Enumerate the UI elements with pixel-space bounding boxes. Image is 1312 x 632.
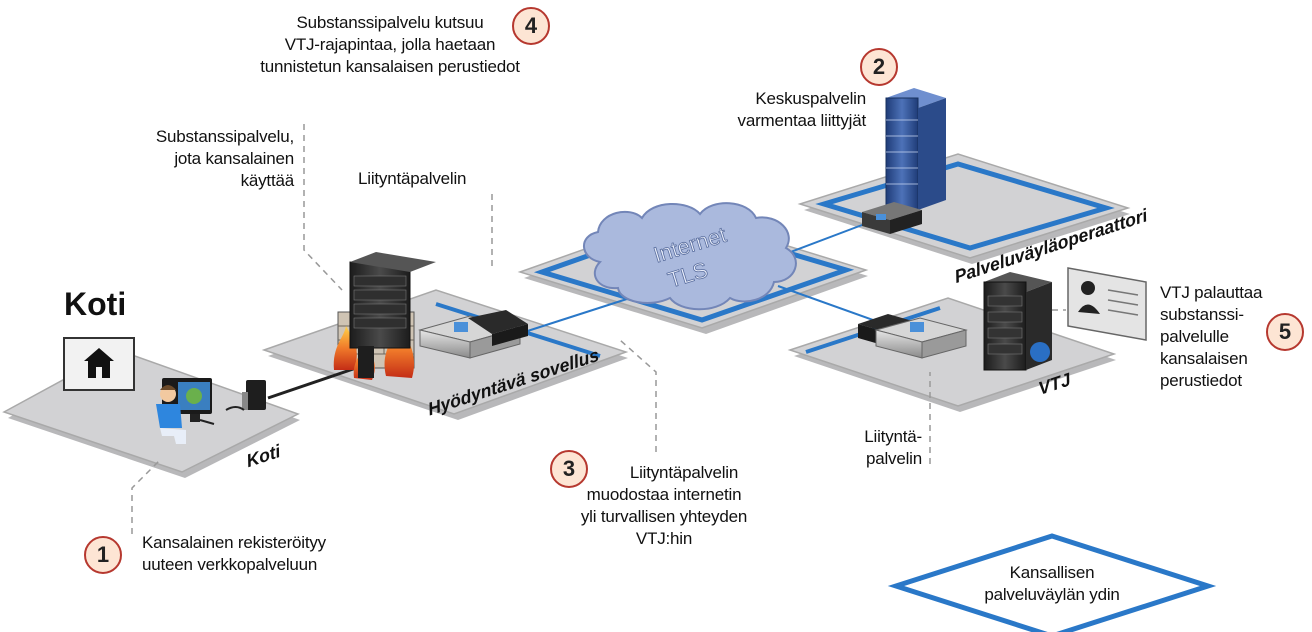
core-legend-label: Kansallisen palveluväylän ydin bbox=[984, 563, 1120, 604]
step-2-badge: 2 bbox=[860, 48, 898, 86]
central-server-icon bbox=[862, 88, 946, 234]
modem-icon bbox=[225, 380, 266, 411]
step-2-text: Keskuspalvelin varmentaa liittyjät bbox=[737, 89, 867, 130]
koti-title: Koti bbox=[64, 286, 127, 322]
person-computer-icon bbox=[156, 378, 215, 444]
vtj-server-tower-icon bbox=[983, 272, 1052, 371]
rack-server-icon bbox=[418, 310, 528, 359]
step-4-text: Substanssipalvelu kutsuu VTJ-rajapintaa,… bbox=[260, 13, 520, 76]
step-1-badge: 1 bbox=[84, 536, 122, 574]
connection-lines bbox=[511, 221, 891, 337]
step-5-text: VTJ palauttaa substanssi- palvelulle kan… bbox=[1160, 283, 1263, 390]
step-3-badge: 3 bbox=[550, 450, 588, 488]
internet-cloud: Internet TLS bbox=[583, 202, 797, 311]
core-legend-diamond bbox=[887, 533, 1217, 632]
label-liityntapalvelin-top: Liityntäpalvelin bbox=[358, 169, 467, 188]
label-liityntapalvelin-vtj: Liityntä- palvelin bbox=[864, 427, 922, 468]
server-tower-icon bbox=[349, 252, 436, 378]
step-5-badge: 5 bbox=[1266, 313, 1304, 351]
step-1-text: Kansalainen rekisteröityy uuteen verkkop… bbox=[142, 533, 326, 574]
id-card-icon bbox=[1067, 267, 1147, 341]
leader-lines bbox=[131, 124, 1066, 534]
house-icon bbox=[63, 337, 135, 391]
step-3-text: Liityntäpalvelin muodostaa internetin yl… bbox=[580, 463, 748, 548]
platform-vtj bbox=[787, 297, 1117, 412]
step-4-badge: 4 bbox=[512, 7, 550, 45]
vtj-rack-server-icon bbox=[858, 314, 968, 359]
label-substanssipalvelu: Substanssipalvelu, jota kansalainen käyt… bbox=[155, 127, 294, 190]
cable-modem-firewall bbox=[267, 364, 363, 400]
